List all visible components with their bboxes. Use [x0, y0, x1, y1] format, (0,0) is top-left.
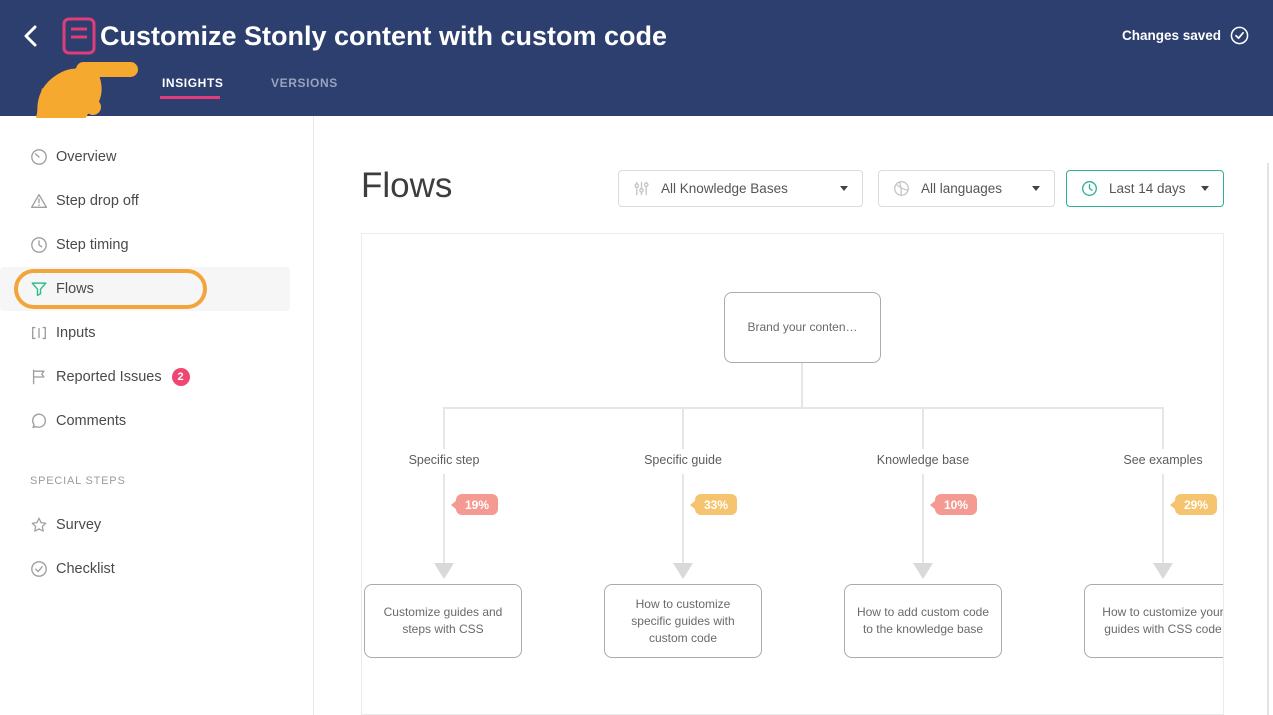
branch-label: Specific guide	[644, 453, 722, 467]
sidebar-item-flows[interactable]: Flows	[0, 267, 290, 311]
sidebar-item-label: Overview	[56, 149, 117, 165]
connector-line	[443, 407, 445, 449]
flow-target-node[interactable]: How to customize specific guides with cu…	[604, 584, 762, 658]
sidebar-item-label: Step drop off	[56, 193, 139, 209]
connector-line	[801, 363, 803, 408]
arrow-down-icon	[913, 563, 933, 579]
gauge-icon	[30, 148, 48, 166]
branch-percent-badge: 10%	[929, 494, 978, 515]
save-status: Changes saved	[1122, 26, 1249, 45]
flag-icon	[30, 368, 48, 386]
chevron-down-icon	[1032, 186, 1040, 191]
tab-editor[interactable]: EDITOR	[53, 76, 102, 90]
clock-icon	[30, 236, 48, 254]
issues-count-badge: 2	[171, 368, 190, 386]
sliders-icon	[633, 180, 650, 197]
dropdown-value: Last 14 days	[1109, 181, 1186, 196]
page-title: Customize Stonly content with custom cod…	[100, 21, 668, 51]
dropdown-value: All languages	[921, 181, 1003, 196]
connector-line	[922, 474, 924, 563]
branch-label: Specific step	[408, 453, 480, 467]
branch-percent-badge: 29%	[1169, 494, 1218, 515]
warning-triangle-icon	[30, 192, 48, 210]
back-icon[interactable]	[22, 25, 42, 49]
star-icon	[30, 516, 48, 534]
guide-document-icon	[62, 17, 96, 55]
check-circle-icon	[1230, 26, 1249, 45]
brackets-icon	[30, 324, 48, 342]
sidebar-item-step-drop-off[interactable]: Step drop off	[0, 179, 313, 223]
flow-target-node[interactable]: How to add custom code to the knowledge …	[844, 584, 1002, 658]
clock-icon	[1081, 180, 1098, 197]
sidebar-item-label: Comments	[56, 413, 127, 429]
connector-line	[1162, 474, 1164, 563]
branch-label: Knowledge base	[876, 453, 970, 467]
connector-line	[682, 407, 684, 449]
sidebar-item-label: Inputs	[56, 325, 96, 341]
branch-label: See examples	[1123, 453, 1203, 467]
special-steps-section-label: SPECIAL STEPS	[30, 475, 126, 487]
sidebar-item-label: Step timing	[56, 237, 129, 253]
sidebar-item-step-timing[interactable]: Step timing	[0, 223, 313, 267]
check-circle-icon	[30, 560, 48, 578]
chevron-down-icon	[1201, 186, 1209, 191]
sidebar-item-comments[interactable]: Comments	[0, 399, 313, 443]
sidebar-item-inputs[interactable]: Inputs	[0, 311, 313, 355]
tab-insights[interactable]: INSIGHTS	[162, 76, 224, 90]
dropdown-value: All Knowledge Bases	[661, 181, 788, 196]
active-tab-underline	[160, 96, 220, 99]
connector-line	[922, 407, 924, 449]
sidebar-item-overview[interactable]: Overview	[0, 135, 313, 179]
sidebar-item-label: Survey	[56, 517, 102, 533]
arrow-down-icon	[673, 563, 693, 579]
sidebar-item-survey[interactable]: Survey	[0, 503, 313, 547]
insights-sidebar: Overview Step drop off Step timing Flows…	[0, 116, 314, 715]
arrow-down-icon	[1153, 563, 1173, 579]
language-filter-dropdown[interactable]: All languages	[878, 170, 1055, 207]
connector-line	[443, 407, 1164, 409]
funnel-icon	[30, 280, 48, 298]
flows-diagram-card: Brand your conten… Specific step 19% Cus…	[361, 233, 1224, 715]
top-header: Customize Stonly content with custom cod…	[0, 0, 1273, 118]
tab-versions[interactable]: VERSIONS	[271, 76, 338, 90]
connector-line	[1162, 407, 1164, 449]
date-range-filter-dropdown[interactable]: Last 14 days	[1066, 170, 1224, 207]
page-heading: Flows	[361, 166, 453, 205]
flow-target-node[interactable]: Customize guides and steps with CSS	[364, 584, 522, 658]
sidebar-item-checklist[interactable]: Checklist	[0, 547, 313, 591]
branch-percent-badge: 33%	[689, 494, 738, 515]
right-edge-divider	[1267, 163, 1269, 715]
flow-target-node[interactable]: How to customize your guides with CSS co…	[1084, 584, 1223, 658]
sidebar-item-label: Reported Issues	[56, 369, 162, 385]
globe-icon	[893, 180, 910, 197]
save-status-label: Changes saved	[1121, 28, 1221, 43]
knowledge-base-filter-dropdown[interactable]: All Knowledge Bases	[618, 170, 863, 207]
chevron-down-icon	[840, 186, 848, 191]
connector-line	[443, 474, 445, 563]
arrow-down-icon	[434, 563, 454, 579]
sidebar-item-reported-issues[interactable]: Reported Issues 2	[0, 355, 313, 399]
sidebar-item-label: Flows	[56, 281, 94, 297]
comment-icon	[30, 412, 48, 430]
sidebar-item-label: Checklist	[56, 561, 115, 577]
connector-line	[682, 474, 684, 563]
branch-percent-badge: 19%	[450, 494, 499, 515]
flow-root-node[interactable]: Brand your conten…	[724, 292, 881, 363]
